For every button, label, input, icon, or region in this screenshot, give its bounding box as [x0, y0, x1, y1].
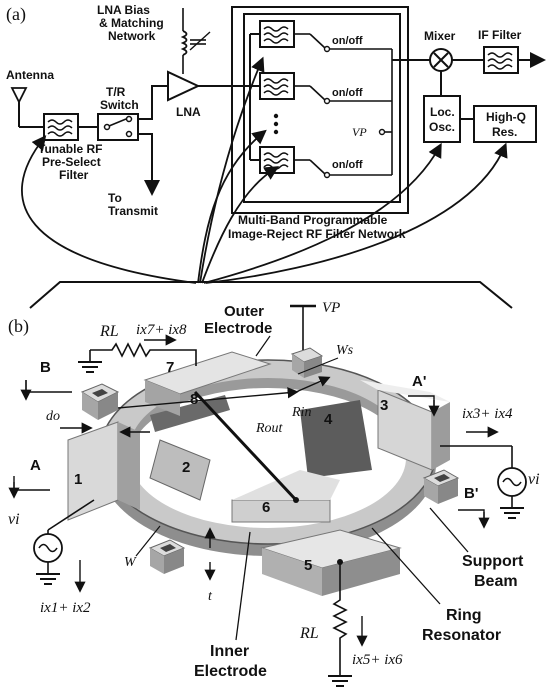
section-a-label: A — [30, 457, 41, 474]
rl-top — [78, 344, 196, 372]
switch-label-3: on/off — [332, 159, 363, 171]
electrode-8: 8 — [190, 391, 198, 408]
tr-switch-icon — [98, 114, 138, 140]
ring-resonator-1-label: Ring — [446, 607, 482, 624]
electrode-6: 6 — [262, 499, 270, 516]
loc-osc-1: Loc. — [430, 105, 455, 119]
panel-b: (b) — [8, 300, 540, 686]
lna-bias-1: LNA Bias — [97, 3, 150, 17]
if-filter-label: IF Filter — [478, 28, 522, 42]
tunable-label-2: Pre-Select — [42, 155, 101, 169]
i78-label: ix7+ ix8 — [136, 322, 187, 338]
rout-label: Rout — [255, 421, 284, 436]
outer-electrode-2-label: Electrode — [204, 320, 272, 337]
filter-icon — [260, 147, 294, 173]
to-transmit-2: Transmit — [108, 204, 158, 218]
do-label: do — [46, 409, 60, 424]
vi-left-label: vi — [8, 511, 20, 528]
vp-label: VP — [322, 300, 340, 316]
rl-bottom-label: RL — [299, 625, 319, 642]
lna-icon — [168, 72, 198, 100]
ring-resonator-2-label: Resonator — [422, 627, 501, 644]
electrode-3: 3 — [380, 397, 388, 414]
tunable-label-1: Tunable RF — [38, 142, 102, 156]
zoom-bracket — [30, 282, 512, 308]
filter-bank-row-2: on/off — [250, 73, 392, 104]
support-anchor-bottom — [150, 540, 184, 574]
support-anchor-b — [82, 384, 118, 420]
if-filter-icon — [484, 47, 518, 73]
tunable-filter-icon — [44, 114, 78, 140]
lna-bias-2: & Matching — [99, 16, 164, 30]
inner-electrode-2-label: Electrode — [194, 663, 267, 680]
lna-bias-3: Network — [108, 29, 156, 43]
ellipsis-dot — [274, 114, 278, 118]
highq-1: High-Q — [486, 110, 526, 124]
tunable-label-3: Filter — [59, 168, 89, 182]
lna-label: LNA — [176, 105, 201, 119]
antenna-label: Antenna — [6, 68, 54, 82]
mixer-icon — [430, 49, 452, 71]
vp-small-label: VP — [352, 125, 367, 139]
filter-bank-row-3: on/off — [250, 147, 392, 178]
filter-icon — [260, 21, 294, 47]
i56-label: ix5+ ix6 — [352, 652, 403, 668]
ellipsis-dot — [274, 130, 278, 134]
mixer-label: Mixer — [424, 29, 456, 43]
electrode-4: 4 — [324, 411, 333, 428]
vi-right-label: vi — [528, 471, 540, 488]
tr-label-1: T/R — [106, 85, 126, 99]
filter-icon — [260, 73, 294, 99]
tr-label-2: Switch — [100, 98, 139, 112]
support-beam-1-label: Support — [462, 553, 524, 570]
rin-label: Rin — [291, 405, 311, 420]
outer-electrode-1-label: Outer — [224, 303, 264, 320]
electrode-1: 1 — [74, 471, 82, 488]
highq-2: Res. — [492, 125, 517, 139]
inductor-icon — [183, 8, 210, 74]
i34-label: ix3+ ix4 — [462, 406, 513, 422]
section-b-prime-label: B' — [464, 485, 478, 502]
electrode-7: 7 — [166, 359, 174, 376]
ws-label: Ws — [336, 343, 354, 358]
loc-osc-box — [424, 96, 460, 142]
rl-top-label: RL — [99, 323, 119, 340]
electrode-5: 5 — [304, 557, 312, 574]
inner-electrode-1-label: Inner — [210, 643, 249, 660]
ellipsis-dot — [274, 122, 278, 126]
i12-label: ix1+ ix2 — [40, 600, 91, 616]
multiband-label-1: Multi-Band Programmable — [238, 213, 388, 227]
w-label: W — [124, 555, 137, 570]
section-b-label: B — [40, 359, 51, 376]
filter-bank-row-1: on/off — [250, 21, 392, 52]
panel-a: (a) Antenna Tunable RF Pre-Select Filter… — [6, 3, 542, 308]
to-transmit-1: To — [108, 191, 122, 205]
section-a-prime-label: A' — [412, 373, 426, 390]
multiband-label-2: Image-Reject RF Filter Network — [228, 227, 406, 241]
electrode-2: 2 — [182, 459, 190, 476]
panel-b-label: (b) — [8, 316, 29, 337]
antenna-icon — [12, 88, 44, 127]
switch-label-2: on/off — [332, 87, 363, 99]
loc-osc-2: Osc. — [429, 120, 455, 134]
switch-label-1: on/off — [332, 35, 363, 47]
panel-a-label: (a) — [6, 4, 26, 25]
support-beam-2-label: Beam — [474, 573, 518, 590]
t-label: t — [208, 589, 213, 604]
